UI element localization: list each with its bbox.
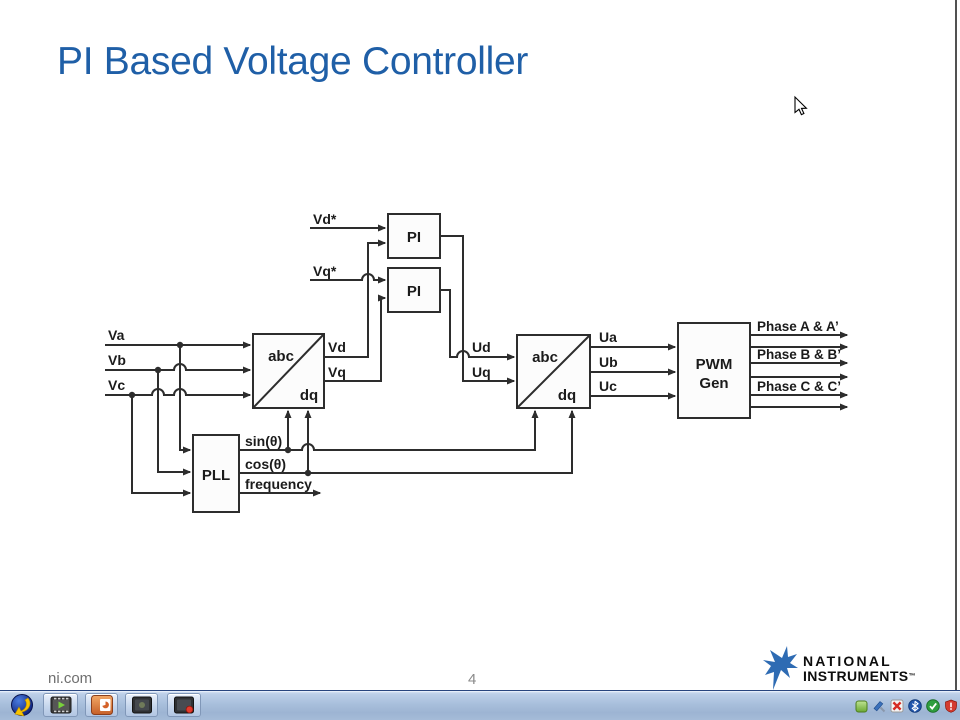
status-ok-icon[interactable] (926, 699, 940, 713)
junction-dot (176, 341, 184, 349)
pi-q-block: PI (387, 267, 441, 313)
window-edge-line (955, 0, 957, 690)
pll-block: PLL (192, 434, 240, 513)
pll-block-label: PLL (202, 467, 230, 484)
sin-label: sin(θ) (245, 433, 282, 449)
vc-label: Vc (108, 377, 125, 393)
wire-pi-q-out (440, 289, 516, 361)
phase-b-label: Phase B & B’ (757, 347, 841, 362)
ni-eagle-icon (763, 646, 798, 690)
dark-capture-app-taskbar-button[interactable] (125, 693, 158, 717)
slide-page-number: 4 (468, 671, 477, 688)
vb-label: Vb (108, 352, 126, 368)
network-error-icon[interactable] (890, 699, 904, 713)
mouse-cursor (794, 95, 808, 116)
pi-q-block-label: PI (407, 283, 421, 300)
vq-label: Vq (328, 364, 346, 380)
dq-to-abc-block-label: dq (558, 387, 576, 404)
wire-va-pll-tap (179, 345, 192, 454)
national-instruments-logo: NATIONAL INSTRUMENTS™ (760, 644, 916, 694)
wire-vd-feedback (324, 239, 387, 358)
signal-wires (105, 224, 849, 497)
pwm-gen-block: PWM Gen (677, 322, 751, 419)
powerpoint-icon (90, 695, 113, 715)
cos-label: cos(θ) (245, 456, 286, 472)
bluetooth-icon[interactable] (908, 699, 922, 713)
wire-pi-d-out (440, 235, 516, 385)
junction-dot (304, 469, 312, 477)
junction-dots (128, 341, 312, 477)
ni-logo-line1: NATIONAL (803, 653, 892, 669)
system-tray (855, 691, 958, 720)
pi-d-block: PI (387, 213, 441, 259)
ni-logo-line2: INSTRUMENTS™ (803, 668, 916, 684)
junction-dot (154, 366, 162, 374)
dq-to-abc-block-label: abc (532, 349, 558, 366)
taskbar (0, 690, 960, 720)
ub-label: Ub (599, 354, 618, 370)
video-player-taskbar-button[interactable] (43, 693, 78, 717)
ua-label: Ua (599, 329, 617, 345)
slide-title: PI Based Voltage Controller (57, 40, 529, 83)
presentation-slide: PI Based Voltage Controller (48, 0, 957, 690)
dark-capture-app-icon (131, 696, 152, 714)
footer-site: ni.com (48, 670, 93, 687)
junction-dot (284, 446, 292, 454)
powerpoint-taskbar-button[interactable] (85, 693, 118, 717)
pwm-gen-block-label: PWM (696, 356, 733, 373)
wire-vc (105, 388, 252, 399)
security-alert-icon[interactable] (944, 699, 958, 713)
uq-label: Uq (472, 364, 491, 380)
abc-to-dq-block-label: abc (268, 348, 294, 365)
recording-app-taskbar-button[interactable] (167, 693, 201, 717)
green-app-icon[interactable] (855, 700, 868, 713)
ni-logo-text: NATIONAL INSTRUMENTS™ (803, 654, 916, 684)
wire-cos (239, 409, 576, 474)
wire-vb (105, 363, 252, 374)
wire-vb-pll-tap (157, 370, 192, 476)
wire-sin (239, 409, 539, 451)
va-label: Va (108, 327, 125, 343)
video-player-icon (50, 696, 71, 714)
wire-vq-feedback (324, 294, 387, 382)
ud-label: Ud (472, 339, 491, 355)
uc-label: Uc (599, 378, 617, 394)
phase-c-label: Phase C & C’ (757, 379, 841, 394)
wire-vq-ref (310, 273, 387, 284)
wire-vc-pll-tap (131, 395, 192, 497)
pwm-gen-block-label: Gen (699, 375, 728, 392)
vd-ref-label: Vd* (313, 211, 337, 227)
vq-ref-label: Vq* (313, 263, 337, 279)
phase-a-label: Phase A & A’ (757, 319, 839, 334)
dq-to-abc-block: abc dq (516, 334, 591, 409)
blue-globe-arrow-icon[interactable] (7, 693, 37, 719)
abc-to-dq-block: abc dq (252, 333, 325, 409)
pi-d-block-label: PI (407, 229, 421, 246)
abc-to-dq-block-label: dq (300, 387, 318, 404)
recording-app-icon (174, 696, 194, 714)
frequency-label: frequency (245, 476, 312, 492)
junction-dot (128, 391, 136, 399)
trademark-symbol: ™ (908, 673, 916, 680)
ni-tool-icon[interactable] (872, 699, 886, 713)
vd-label: Vd (328, 339, 346, 355)
